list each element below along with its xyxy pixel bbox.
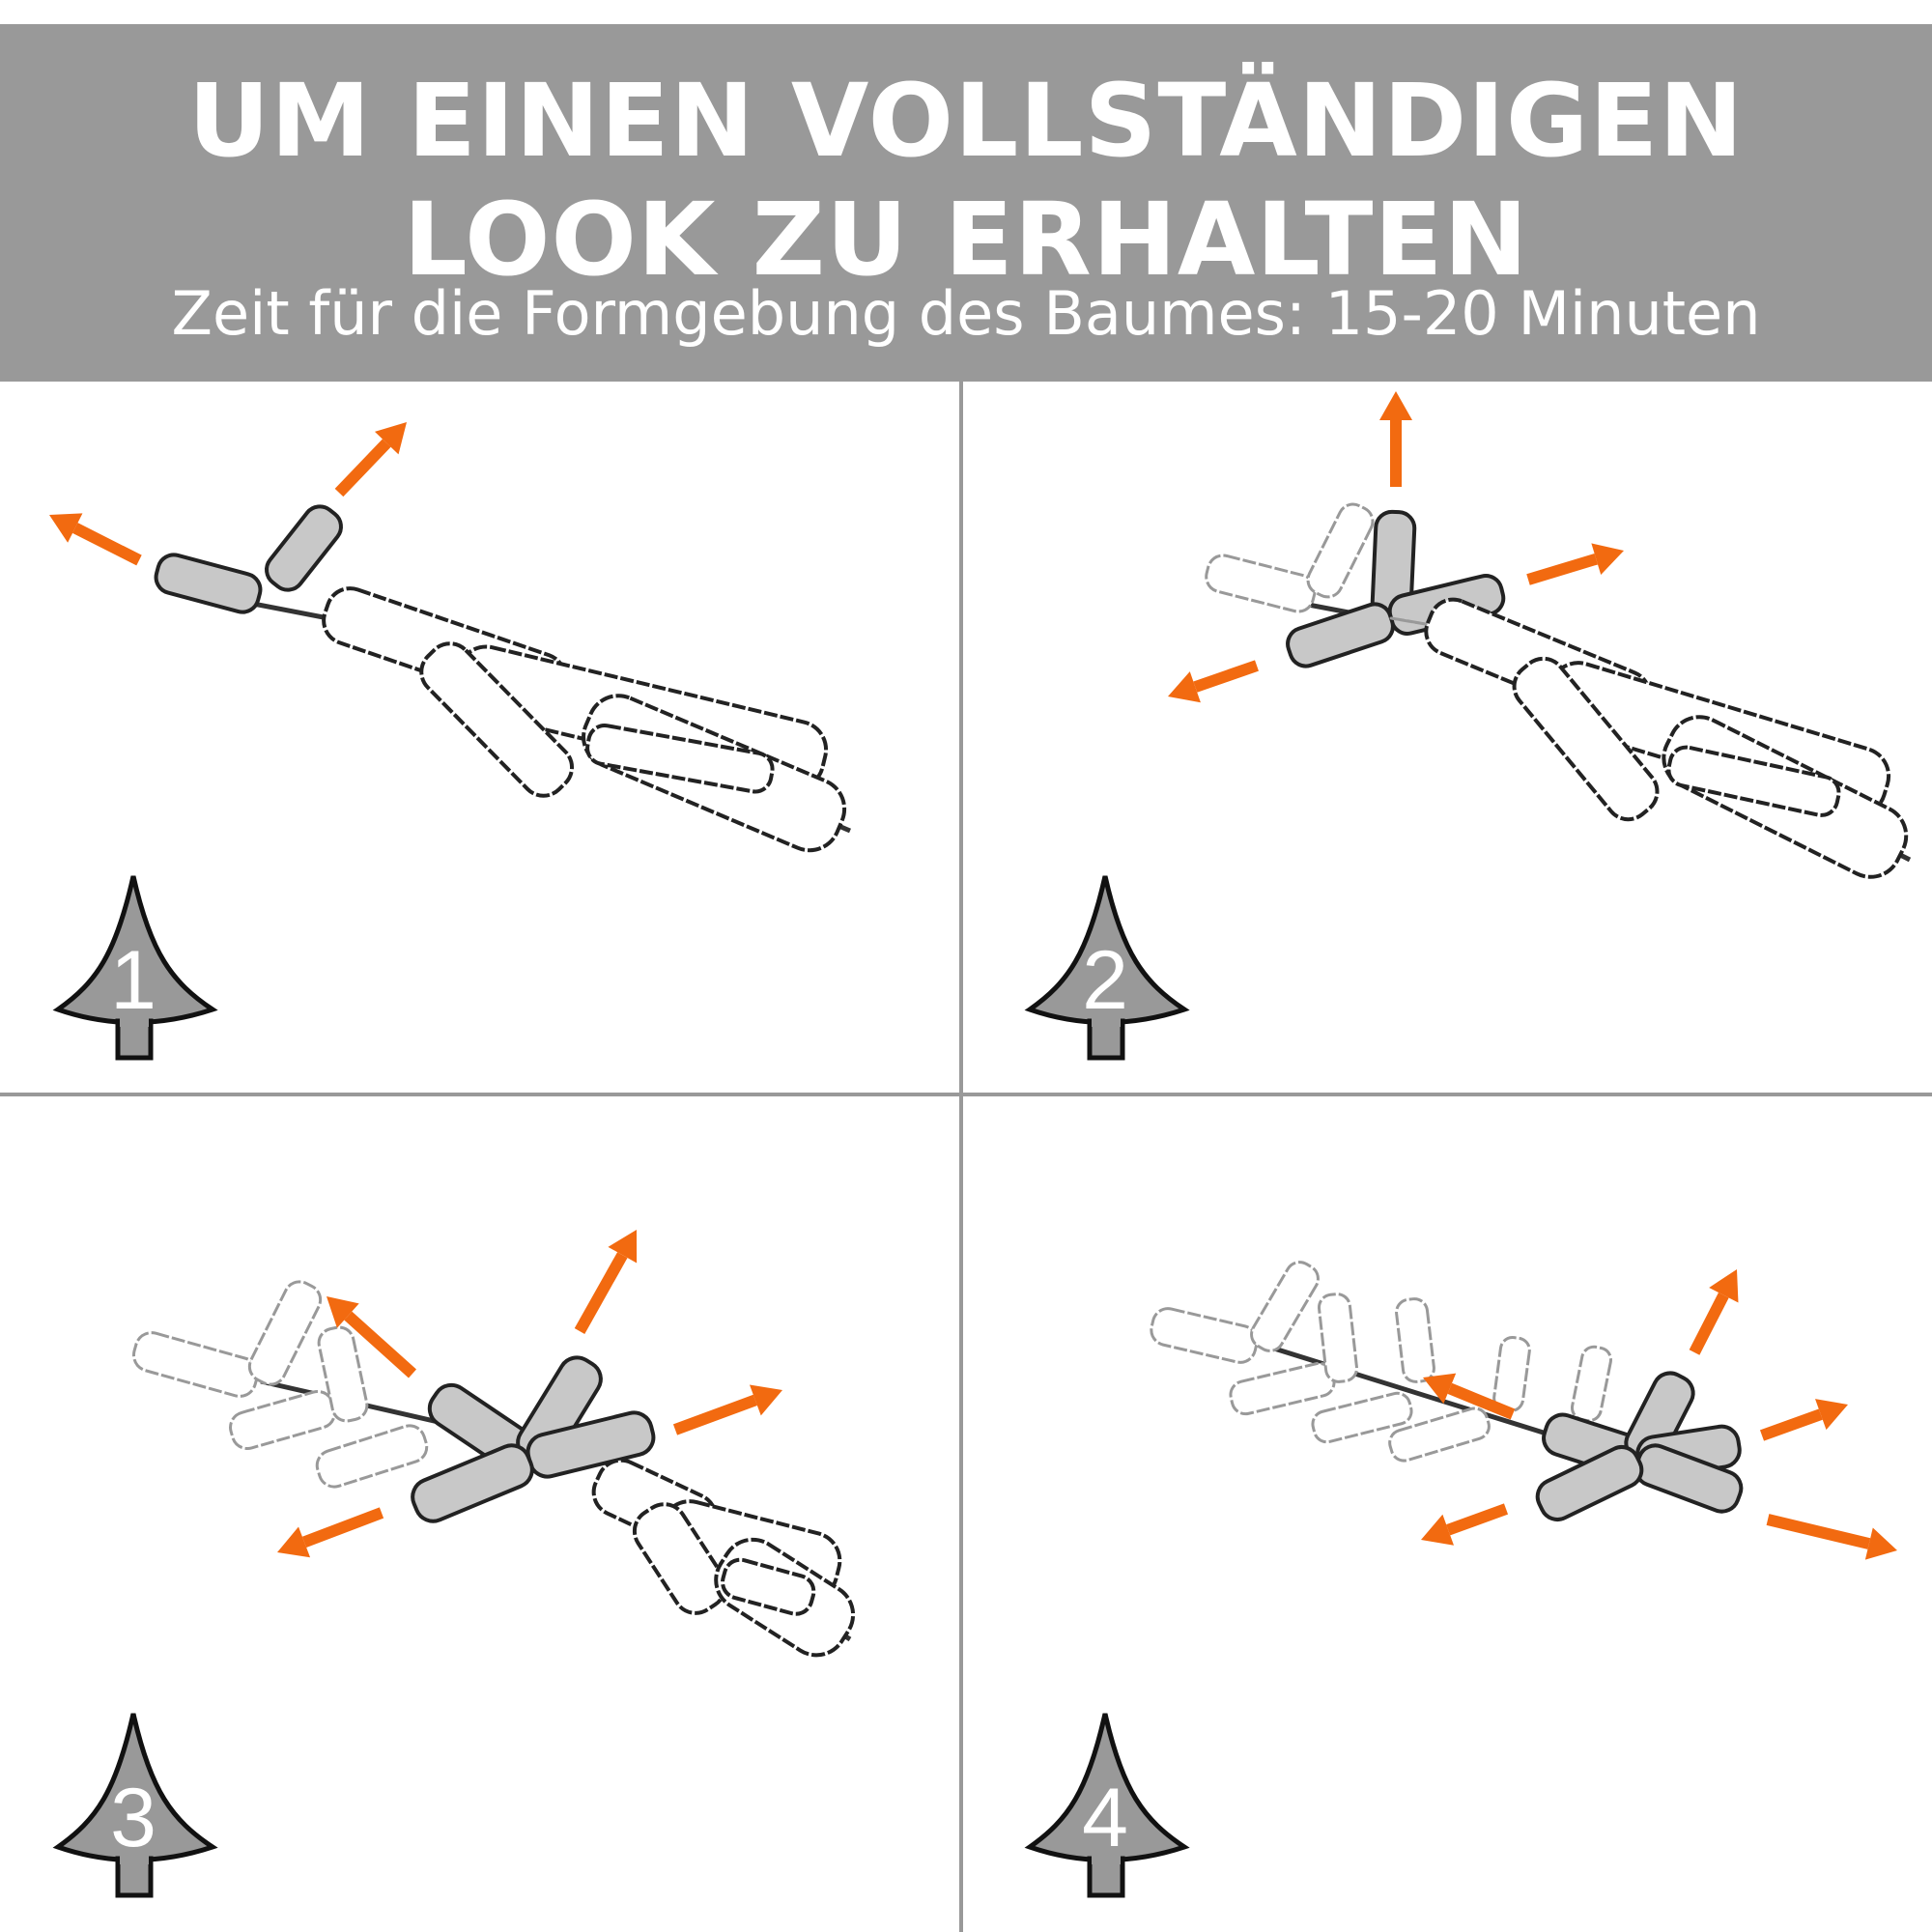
branch-tip	[1150, 1307, 1259, 1364]
arrow-icon	[1446, 1503, 1509, 1536]
arrow-icon	[1759, 1408, 1823, 1441]
arrow-icon	[301, 1507, 384, 1548]
arrow-icon	[1447, 1382, 1516, 1420]
branch-tip	[1229, 1361, 1336, 1416]
branch-tip	[1492, 1336, 1531, 1412]
arrow-icon	[334, 439, 391, 497]
header-banner: UM EINEN VOLLSTÄNDIGEN LOOK ZU ERHALTEN …	[0, 24, 1932, 382]
tree-trunk-join	[1092, 1013, 1121, 1027]
branch-tip	[131, 1331, 260, 1398]
title-line-2: LOOK ZU ERHALTEN	[403, 181, 1529, 298]
arrow-icon	[344, 1311, 417, 1378]
arrow-icon	[72, 523, 142, 566]
arrowhead-icon	[277, 1526, 311, 1558]
arrowhead-icon	[1591, 543, 1624, 575]
arrowhead-icon	[1423, 1373, 1457, 1405]
branch-tip	[1666, 745, 1841, 817]
branch-tip	[1395, 1297, 1435, 1383]
branch-tip	[247, 1280, 323, 1386]
arrowhead-icon	[374, 422, 407, 455]
arrowhead-icon	[1709, 1269, 1739, 1303]
arrowhead-icon	[1815, 1399, 1848, 1431]
arrow-icon	[1526, 553, 1599, 585]
arrowhead-icon	[1864, 1527, 1897, 1560]
tree-trunk-join	[120, 1013, 149, 1027]
branch-tip	[229, 1389, 336, 1451]
arrow-icon	[1689, 1292, 1729, 1355]
branch-tip	[1250, 1261, 1320, 1352]
step-number-4: 4	[1082, 1772, 1128, 1864]
branch-tip	[632, 1502, 727, 1615]
branch-tip	[721, 1557, 816, 1616]
arrowhead-icon	[608, 1230, 638, 1264]
branch-tip-active	[154, 553, 263, 614]
branch-tip	[1205, 554, 1317, 613]
branch-tip-active	[1535, 1444, 1644, 1522]
branch-tip	[1311, 1391, 1413, 1444]
branch-tip	[1317, 1293, 1359, 1383]
branch-tip	[317, 1325, 369, 1423]
branch-tip	[419, 641, 575, 798]
step-number-1: 1	[110, 934, 156, 1027]
arrowhead-icon	[1421, 1514, 1455, 1546]
arrowhead-icon	[749, 1384, 782, 1416]
branch-tip	[1306, 502, 1375, 599]
tree-trunk-join	[1092, 1851, 1121, 1864]
vertical-divider	[959, 382, 963, 1932]
arrow-icon	[1766, 1514, 1871, 1549]
branch-tip	[585, 724, 775, 794]
arrow-icon	[672, 1394, 757, 1435]
title-line-1: UM EINEN VOLLSTÄNDIGEN	[187, 62, 1745, 180]
arrow-icon	[1193, 660, 1259, 693]
arrowhead-icon	[1379, 391, 1412, 420]
branch-tip	[1512, 656, 1660, 822]
branch-tip	[1571, 1345, 1613, 1423]
branch-tip-active	[411, 1443, 534, 1523]
horizontal-divider	[0, 1093, 1932, 1096]
step-number-3: 3	[110, 1772, 156, 1864]
arrowhead-icon	[327, 1296, 359, 1328]
arrowhead-icon	[1168, 671, 1201, 703]
arrow-icon	[574, 1252, 628, 1334]
branch-tip-active	[265, 504, 343, 592]
step-number-2: 2	[1082, 934, 1128, 1027]
subtitle: Zeit für die Formgebung des Baumes: 15-2…	[171, 278, 1761, 349]
branch-tip	[1388, 1406, 1491, 1463]
tree-trunk-join	[120, 1851, 149, 1864]
branch-tip	[315, 1424, 429, 1489]
arrowhead-icon	[49, 513, 83, 543]
